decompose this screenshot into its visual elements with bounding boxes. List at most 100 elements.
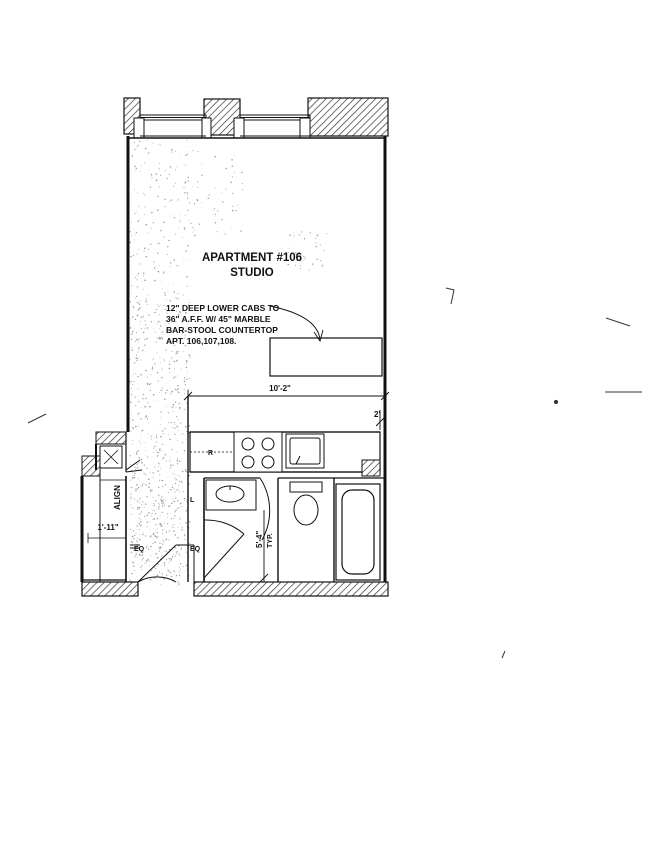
stipple-dot xyxy=(188,301,190,303)
stipple-dot xyxy=(175,297,177,299)
stipple-dot xyxy=(138,487,140,489)
stipple-dot xyxy=(148,521,150,523)
window-left xyxy=(133,114,212,139)
stipple-dot xyxy=(174,423,176,425)
stipple-dot xyxy=(136,463,138,465)
stipple-dot xyxy=(160,362,161,364)
stipple-dot xyxy=(153,261,155,263)
stipple-dot xyxy=(196,199,199,202)
stipple-dot xyxy=(173,500,176,503)
stipple-dot xyxy=(130,493,132,495)
stipple-dot xyxy=(186,153,189,155)
stipple-dot xyxy=(145,450,146,452)
stipple-dot xyxy=(158,169,160,171)
stipple-dot xyxy=(297,254,300,256)
stipple-dot xyxy=(161,337,163,338)
stipple-dot xyxy=(169,468,171,470)
stipple-dot xyxy=(167,569,170,572)
stipple-dot xyxy=(163,541,165,543)
stipple-dot xyxy=(137,413,139,415)
stipple-dot xyxy=(152,510,154,512)
stipple-dot xyxy=(159,548,161,550)
stipple-dot xyxy=(316,243,318,244)
stipple-dot xyxy=(180,555,182,556)
stipple-dot xyxy=(137,449,140,452)
stipple-dot xyxy=(301,231,303,233)
stipple-dot xyxy=(163,457,165,459)
stipple-dot xyxy=(181,237,183,238)
stipple-dot xyxy=(145,560,148,562)
stipple-dot xyxy=(140,328,142,330)
stipple-dot xyxy=(293,231,295,233)
stipple-dot xyxy=(188,340,190,341)
stipple-dot xyxy=(136,302,139,304)
stipple-dot xyxy=(155,530,157,532)
stipple-dot xyxy=(176,415,178,418)
stipple-dot xyxy=(168,539,170,541)
stipple-dot xyxy=(150,438,152,440)
stipple-dot xyxy=(158,550,160,552)
stipple-dot xyxy=(136,359,138,362)
stipple-dot xyxy=(137,339,139,341)
align-label: ALIGN xyxy=(113,485,122,510)
stipple-dot xyxy=(159,474,161,476)
stipple-dot xyxy=(187,338,189,340)
stipple-dot xyxy=(173,259,175,261)
stipple-dot xyxy=(176,460,179,462)
stipple-dot xyxy=(157,243,158,244)
stipple-dot xyxy=(214,155,216,158)
stipple-dot xyxy=(141,429,144,432)
stipple-dot xyxy=(192,149,194,152)
stipple-dot xyxy=(149,536,151,538)
stipple-dot xyxy=(170,489,172,491)
stipple-dot xyxy=(156,455,159,457)
stipple-dot xyxy=(221,192,223,193)
stipple-dot xyxy=(216,231,218,233)
stipple-dot xyxy=(164,453,166,456)
stipple-dot xyxy=(289,256,292,259)
stipple-dot xyxy=(136,338,138,340)
stipple-dot xyxy=(140,418,142,420)
stipple-dot xyxy=(156,371,159,374)
stipple-dot xyxy=(174,515,176,517)
stipple-dot xyxy=(138,491,140,493)
stipple-dot xyxy=(174,368,176,370)
stipple-dot xyxy=(132,440,134,441)
stipple-dot xyxy=(175,375,177,377)
stipple-dot xyxy=(179,221,181,223)
stipple-dot xyxy=(137,273,140,275)
stipple-dot xyxy=(140,165,142,167)
stipple-dot xyxy=(146,545,148,547)
stipple-dot xyxy=(155,553,157,555)
stipple-dot xyxy=(177,500,179,502)
stipple-dot xyxy=(132,530,135,532)
stipple-dot xyxy=(161,573,163,575)
stipple-dot xyxy=(160,546,162,548)
stipple-dot xyxy=(174,473,176,475)
stipple-dot xyxy=(156,556,158,558)
stipple-dot xyxy=(177,537,179,539)
stipple-dot xyxy=(178,574,180,576)
stipple-dot xyxy=(129,430,131,432)
stipple-dot xyxy=(162,288,164,290)
apartment-subtitle: STUDIO xyxy=(230,267,274,279)
stipple-dot xyxy=(234,154,235,156)
bar-countertop xyxy=(269,305,383,377)
stipple-dot xyxy=(145,535,147,537)
stipple-dot xyxy=(139,338,141,340)
stipple-dot xyxy=(132,316,134,318)
stipple-dot xyxy=(168,548,171,551)
stipple-dot xyxy=(151,513,153,515)
stipple-dot xyxy=(289,234,291,236)
stipple-dot xyxy=(159,464,161,466)
stipple-dot xyxy=(147,383,149,386)
stipple-dot xyxy=(152,222,154,224)
stipple-dot xyxy=(152,496,154,498)
stipple-dot xyxy=(192,185,194,187)
stipple-dot xyxy=(137,376,139,378)
stipple-dot xyxy=(166,532,168,534)
stipple-dot xyxy=(163,236,165,238)
stipple-dot xyxy=(179,215,181,217)
stipple-dot xyxy=(162,529,164,531)
stipple-dot xyxy=(168,505,170,508)
